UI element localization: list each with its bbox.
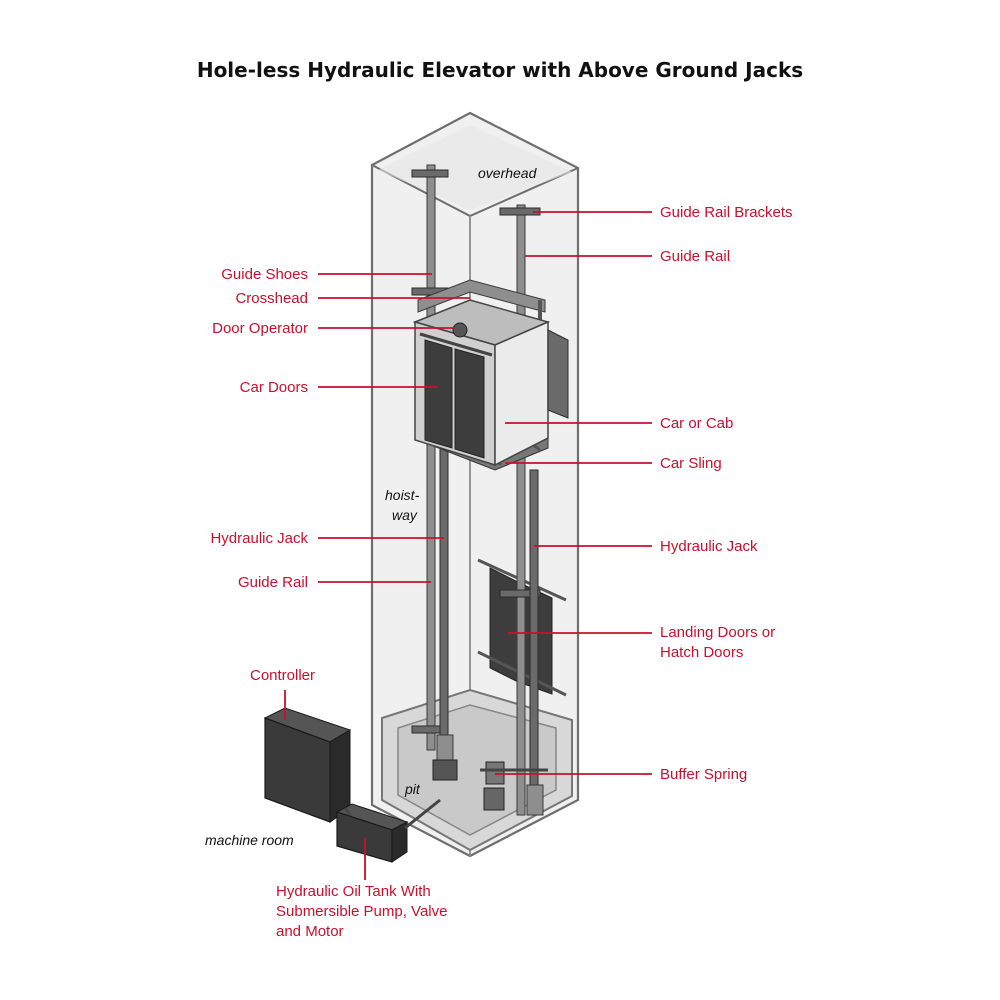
hoistway-note-1: hoist- <box>385 487 420 503</box>
label-hydraulic-jack-right: Hydraulic Jack <box>660 538 758 555</box>
label-landing-doors-1: Landing Doors or <box>660 624 775 641</box>
label-guide-rail-left: Guide Rail <box>238 574 308 591</box>
label-guide-rail-right: Guide Rail <box>660 248 730 265</box>
label-guide-rail-brackets: Guide Rail Brackets <box>660 204 793 221</box>
pit-note: pit <box>404 781 421 797</box>
label-oil-tank-2: Submersible Pump, Valve <box>276 903 447 920</box>
hydraulic-jack-left <box>432 439 458 781</box>
machine-room-note: machine room <box>205 832 294 848</box>
label-car-doors: Car Doors <box>240 379 308 396</box>
overhead-note: overhead <box>478 165 538 181</box>
label-car-sling: Car Sling <box>660 455 722 472</box>
door-operator <box>452 322 468 338</box>
label-door-operator: Door Operator <box>212 320 308 337</box>
label-crosshead: Crosshead <box>235 290 308 307</box>
label-controller: Controller <box>250 667 315 684</box>
label-oil-tank-3: and Motor <box>276 923 344 940</box>
buffer-spring <box>480 761 548 811</box>
car-doors <box>419 332 493 459</box>
label-guide-shoes: Guide Shoes <box>221 266 308 283</box>
label-buffer-spring: Buffer Spring <box>660 766 747 783</box>
label-hydraulic-jack-left: Hydraulic Jack <box>210 530 308 547</box>
diagram-title: Hole-less Hydraulic Elevator with Above … <box>196 58 804 82</box>
label-oil-tank-1: Hydraulic Oil Tank With <box>276 883 431 900</box>
hoistway-note-2: way <box>392 507 418 523</box>
hydraulic-oil-tank <box>335 798 441 863</box>
label-landing-doors-2: Hatch Doors <box>660 644 743 661</box>
controller <box>263 707 352 823</box>
hydraulic-jack-right <box>526 469 544 816</box>
label-car-or-cab: Car or Cab <box>660 415 733 432</box>
